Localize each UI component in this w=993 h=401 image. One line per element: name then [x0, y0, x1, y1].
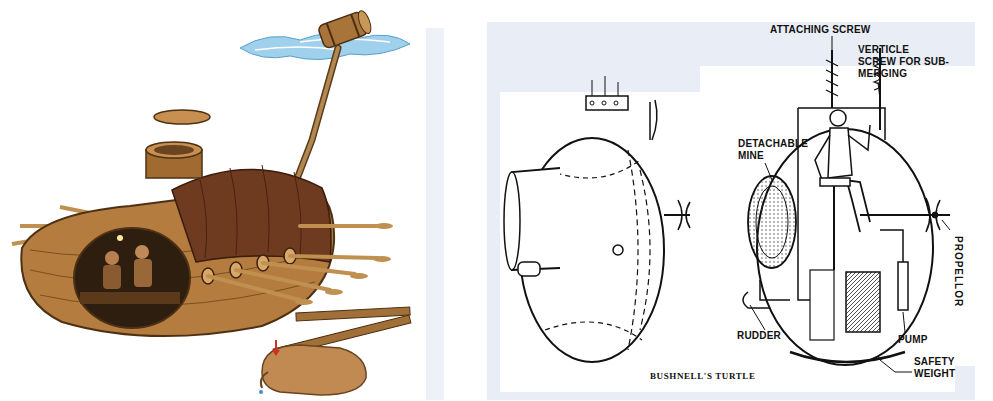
panel-inner [700, 66, 980, 366]
turtle-exterior [504, 76, 690, 362]
turtle-cutaway [743, 48, 950, 365]
leader-lines [750, 36, 950, 372]
part-label: PROPELLOR [952, 236, 964, 307]
wooden-submarine [12, 9, 410, 336]
leather-bag-inset [259, 307, 411, 395]
part-label: VERTICLE SCREW FOR SUB- MERGING [858, 44, 950, 80]
part-label: PUMP [898, 334, 948, 346]
part-label: RUDDER [737, 330, 807, 342]
part-label: DETACHABLE MINE [738, 138, 814, 162]
part-label: ATTACHING SCREW [770, 24, 900, 36]
figure-caption: BUSHNELL'S TURTLE [650, 371, 756, 381]
part-label: SAFETY WEIGHT [914, 356, 970, 380]
panel-strip [426, 28, 444, 400]
